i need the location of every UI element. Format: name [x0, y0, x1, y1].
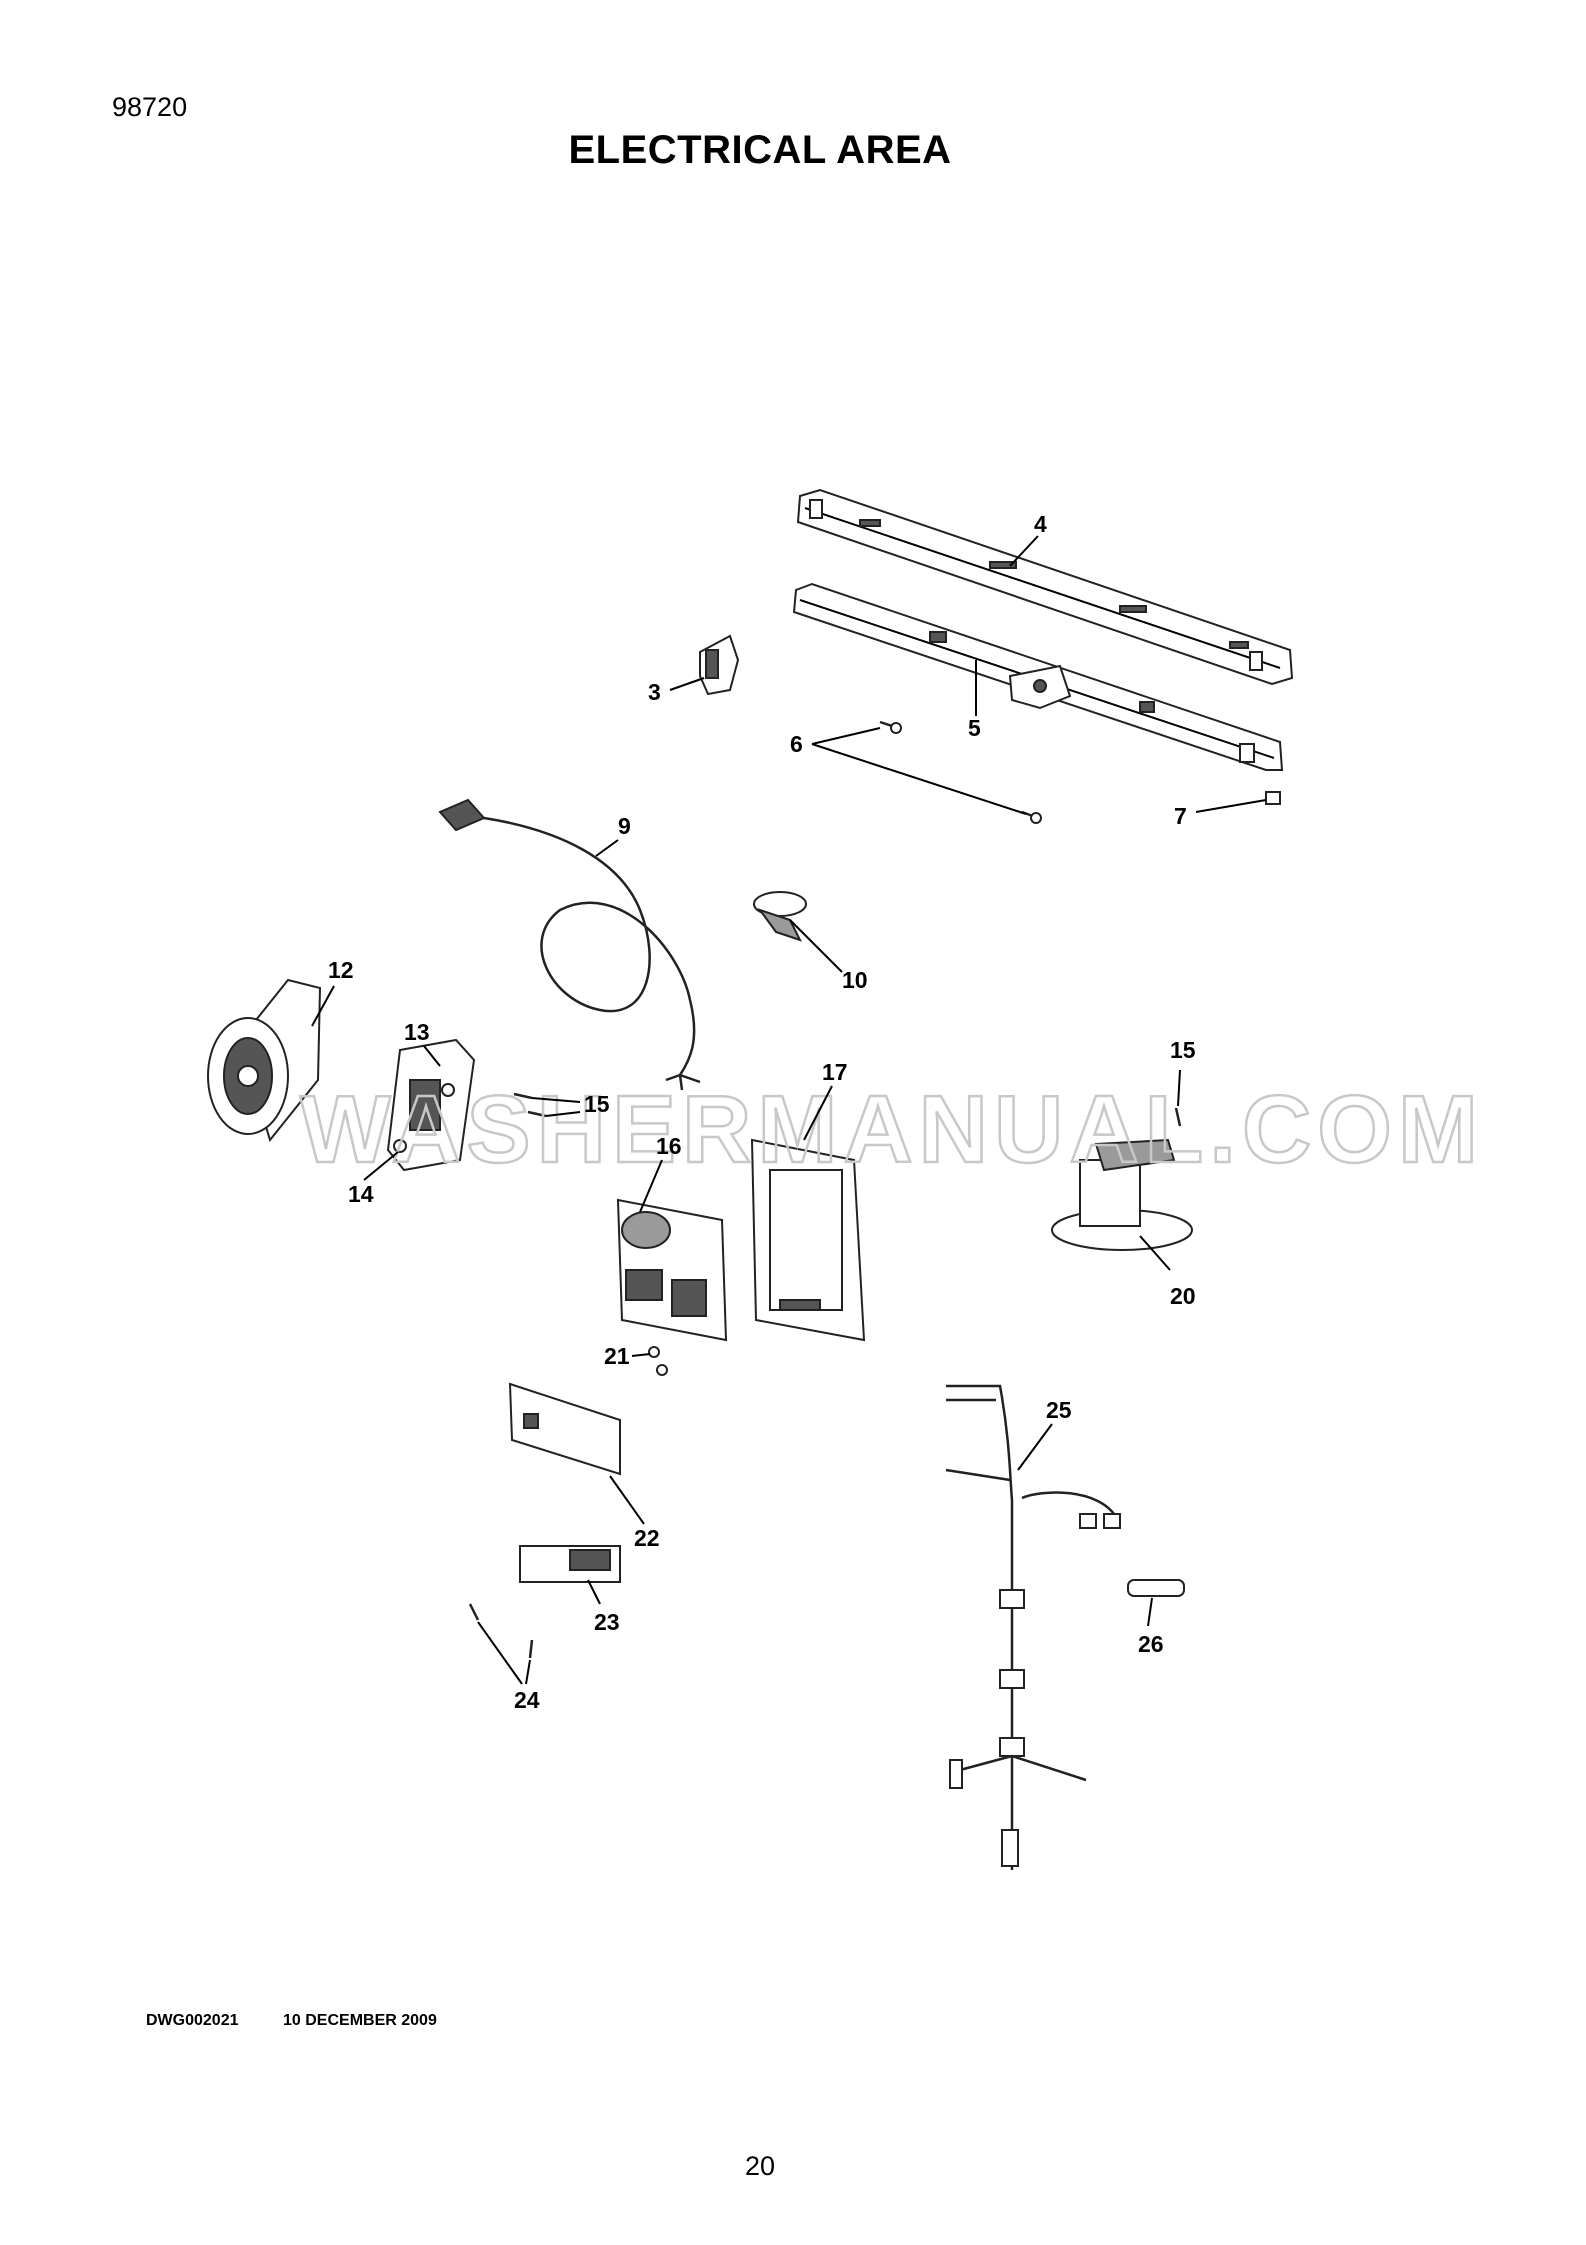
callout-23: 23	[594, 1609, 620, 1635]
drawing-number: DWG002021	[146, 2012, 239, 2029]
leader-15a	[531, 1097, 581, 1103]
callout-12: 12	[328, 957, 354, 983]
part-26-sensor	[1127, 1579, 1185, 1597]
part-12-filter	[207, 978, 322, 1143]
leader-15b	[545, 1111, 581, 1117]
callout-15-right: 15	[1170, 1037, 1196, 1063]
callout-13: 13	[404, 1019, 430, 1045]
model-number: 98720	[112, 92, 188, 122]
leader-3	[669, 677, 705, 691]
part-9-power-cord	[438, 798, 701, 1091]
leader-10	[789, 919, 843, 973]
part-15-screw-right	[1174, 1107, 1182, 1127]
part-6-screws	[879, 720, 1042, 824]
callout-22: 22	[634, 1525, 660, 1551]
callout-10: 10	[842, 967, 868, 993]
leader-17	[803, 1085, 833, 1141]
callout-26: 26	[1138, 1631, 1164, 1657]
leader-14	[363, 1151, 399, 1181]
part-15-screws-left	[513, 1092, 547, 1118]
leader-21	[631, 1353, 651, 1357]
leader-12	[311, 985, 335, 1027]
callout-16: 16	[656, 1133, 682, 1159]
part-22-cover	[508, 1382, 621, 1476]
leader-22	[609, 1475, 645, 1525]
leader-24b	[525, 1659, 531, 1685]
callout-24: 24	[514, 1687, 540, 1713]
leader-20	[1139, 1235, 1171, 1271]
callout-20: 20	[1170, 1283, 1196, 1309]
callout-9: 9	[618, 813, 631, 839]
leader-16	[639, 1159, 663, 1213]
callout-6: 6	[790, 731, 803, 757]
leader-6a	[811, 727, 881, 745]
leader-15c	[1177, 1069, 1181, 1107]
part-7-clip	[1265, 791, 1281, 805]
callout-15-left: 15	[584, 1091, 610, 1117]
leader-9	[595, 839, 619, 857]
part-21-screws	[648, 1346, 668, 1376]
page-title: ELECTRICAL AREA	[568, 128, 952, 172]
part-20-pressure-switch	[1051, 1138, 1193, 1251]
part-17-housing	[750, 1138, 866, 1342]
watermark: WASHERMANUAL.COM	[300, 1076, 1484, 1183]
callout-14: 14	[348, 1181, 374, 1207]
leader-25	[1017, 1423, 1053, 1471]
leader-13	[423, 1045, 441, 1067]
leader-6b	[811, 743, 1027, 815]
part-4-upper-rail	[796, 488, 1294, 686]
callout-3: 3	[648, 679, 661, 705]
drawing-date: 10 DECEMBER 2009	[283, 2012, 437, 2029]
part-14-screw	[393, 1139, 407, 1153]
callout-5: 5	[968, 715, 981, 741]
page-number: 20	[744, 2151, 776, 2181]
callout-17: 17	[822, 1059, 848, 1085]
part-23-door-lock	[519, 1545, 621, 1583]
callout-25: 25	[1046, 1397, 1072, 1423]
callout-4: 4	[1034, 511, 1047, 537]
part-24-screws	[468, 1603, 534, 1659]
part-13-plate	[386, 1038, 476, 1172]
leader-26	[1147, 1597, 1153, 1627]
leader-23	[587, 1579, 601, 1605]
leader-7	[1195, 799, 1267, 813]
callout-21: 21	[604, 1343, 630, 1369]
leader-4	[1009, 535, 1039, 567]
part-16-control-board	[616, 1198, 728, 1342]
leader-24a	[477, 1621, 523, 1685]
part-3-clip	[699, 634, 740, 696]
part-10-clamp	[753, 891, 807, 942]
part-25-wiring-harness	[945, 1384, 1121, 1870]
callout-7: 7	[1174, 803, 1187, 829]
part-5-lower-rail	[792, 582, 1284, 771]
